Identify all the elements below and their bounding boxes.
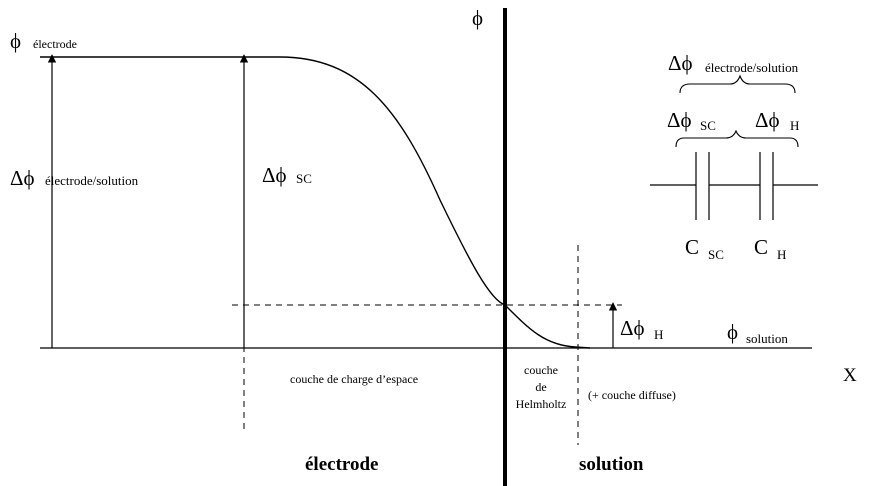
delta-phi-h-symbol: Δϕ — [620, 316, 645, 340]
equivalent-circuit: Δϕ électrode/solution Δϕ SC Δϕ H C SC C … — [650, 51, 818, 262]
c-h-sub: H — [777, 247, 786, 262]
circuit-delta-phi-symbol: Δϕ — [668, 51, 693, 75]
delta-phi-sc-sub: SC — [296, 171, 312, 186]
helmholtz-label-line1: couche — [524, 363, 558, 377]
helmholtz-label-line2: de — [535, 380, 546, 394]
circuit-delta-phi-h-symbol: Δϕ — [755, 108, 780, 132]
circuit-delta-phi-h-sub: H — [790, 118, 799, 133]
c-sc-sub: SC — [708, 247, 724, 262]
lower-brace — [675, 129, 799, 148]
circuit-delta-phi-sc-sub: SC — [700, 118, 716, 133]
potential-curve — [40, 56, 591, 349]
circuit-delta-phi-sc-symbol: Δϕ — [667, 108, 692, 132]
phi-electrode-symbol: ϕ — [10, 29, 21, 53]
space-charge-layer-label: couche de charge d’espace — [290, 372, 418, 386]
x-axis-label: X — [843, 365, 857, 386]
phi-axis-label: ϕ — [472, 6, 483, 30]
top-brace — [679, 74, 796, 94]
diffuse-layer-label: (+ couche diffuse) — [588, 388, 676, 402]
phi-electrode-sub: électrode — [33, 37, 77, 51]
delta-phi-sc-symbol: Δϕ — [262, 163, 287, 187]
circuit-delta-phi-sub: électrode/solution — [705, 60, 799, 75]
solution-region-label: solution — [579, 454, 644, 475]
delta-phi-es-symbol: Δϕ — [10, 166, 35, 190]
c-sc-symbol: C — [685, 235, 699, 259]
electrode-region-label: électrode — [305, 454, 379, 475]
helmholtz-label-line3: Helmholtz — [516, 397, 567, 411]
phi-solution-sub: solution — [746, 331, 788, 346]
delta-phi-h-sub: H — [654, 327, 663, 342]
delta-phi-es-sub: électrode/solution — [45, 173, 139, 188]
phi-solution-symbol: ϕ — [727, 320, 738, 344]
c-h-symbol: C — [754, 235, 768, 259]
